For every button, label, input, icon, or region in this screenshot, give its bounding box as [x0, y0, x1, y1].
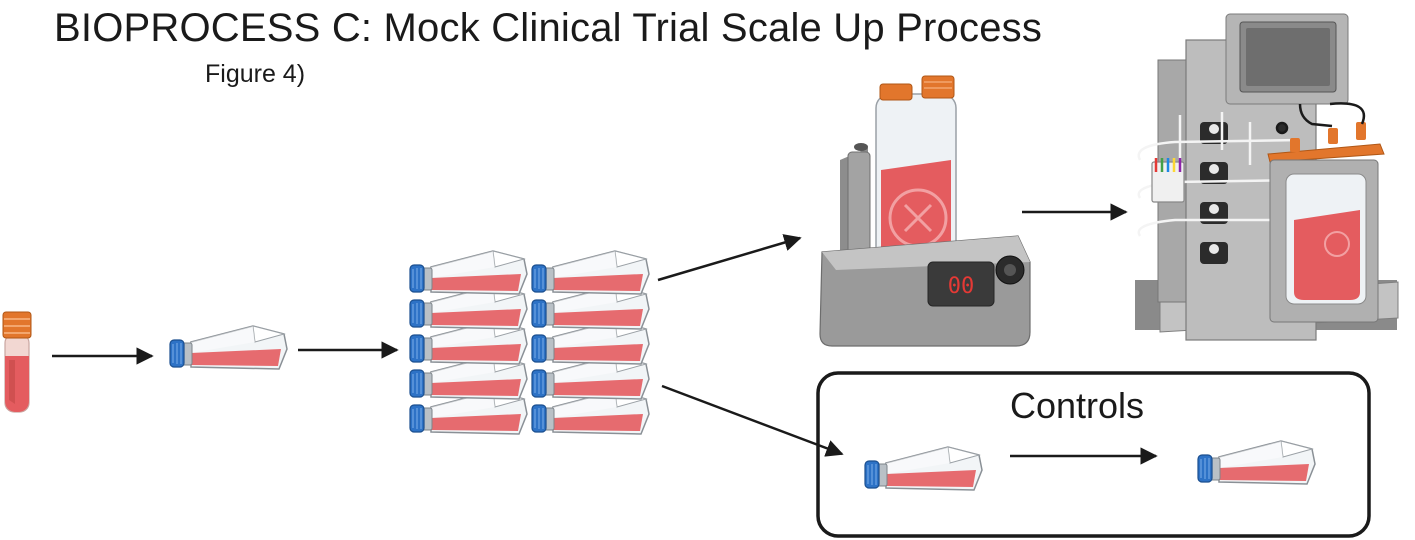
culture-flask-icon — [169, 325, 288, 370]
control-flask-icon — [1197, 440, 1316, 485]
flask-stack-right-icon — [531, 250, 650, 435]
figure-label: Figure 4) — [205, 60, 306, 88]
page-title: BIOPROCESS C: Mock Clinical Trial Scale … — [54, 6, 1043, 50]
controls-box — [816, 371, 1371, 538]
arrow-stacks-to-controls — [661, 384, 844, 457]
arrow-stacks-to-spinner — [657, 234, 802, 282]
bioreactor-icon — [1135, 13, 1399, 341]
stirrer-display-readout: 00 — [948, 274, 975, 299]
cryovial-icon — [2, 311, 32, 413]
spinner-flask-stirrer-icon: 00 — [819, 75, 1031, 347]
flask-stack-left-icon — [409, 250, 528, 435]
controls-label: Controls — [1010, 385, 1145, 426]
control-flask-icon — [864, 446, 983, 491]
